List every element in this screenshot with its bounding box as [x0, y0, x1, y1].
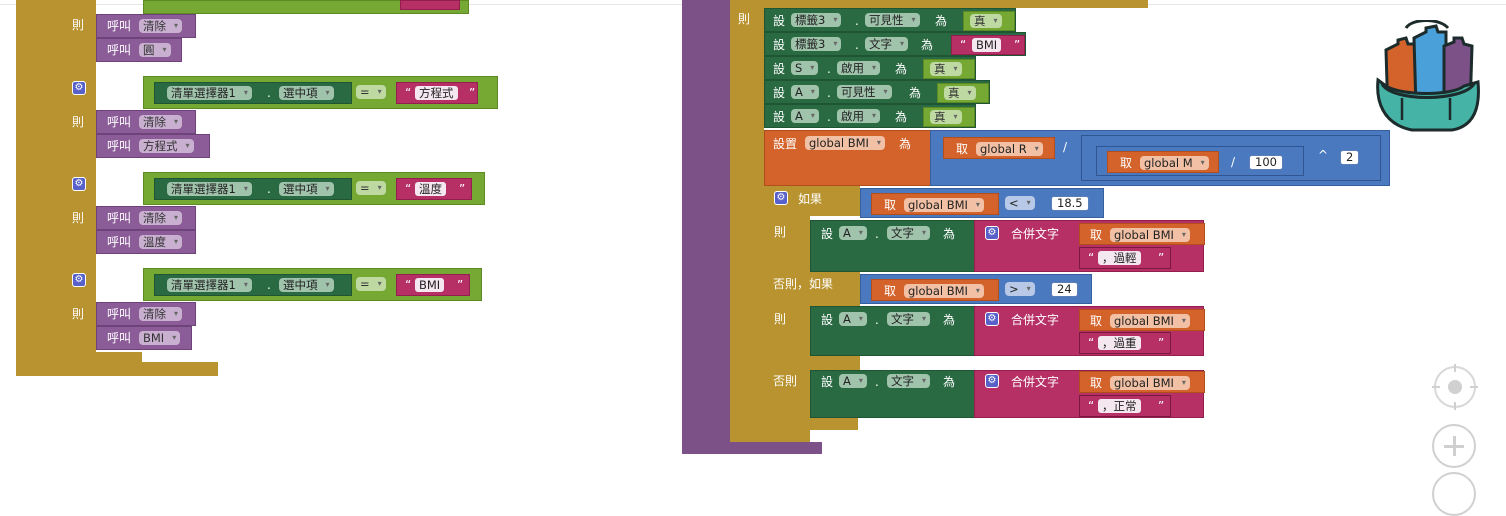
call-equation-block[interactable]: 呼叫 方程式▾: [96, 134, 210, 158]
join-block-2[interactable]: ⚙ 合併文字 取 global BMI▾ “ ，過重 ”: [974, 306, 1205, 356]
compare-block[interactable]: 清單選擇器1▾ . 選中項▾ =▾ “ 方程式 ”: [143, 76, 498, 109]
listpicker-getter[interactable]: 清單選擇器1▾ . 選中項▾: [154, 178, 352, 200]
call-label: 呼叫: [107, 19, 132, 33]
mutator-gear-icon[interactable]: ⚙: [985, 374, 999, 388]
set-A-text-3[interactable]: 設 A▾ . 文字▾ 為: [810, 370, 976, 418]
else-label: 否則: [773, 374, 798, 388]
number-24[interactable]: 24: [1051, 282, 1078, 297]
text-literal-block[interactable]: “ ，過重 ”: [1079, 332, 1171, 354]
inner-if-footer: [764, 418, 858, 430]
set-A-text-1[interactable]: 設 A▾ . 文字▾ 為: [810, 220, 976, 272]
outer-if-footer: [730, 430, 810, 442]
then-label: 則: [774, 225, 787, 239]
method-dropdown: 清除▾: [139, 19, 182, 33]
number-100[interactable]: 100: [1249, 155, 1283, 170]
call-clear-block[interactable]: 呼叫 清除▾: [96, 302, 196, 326]
then-label: 則: [72, 211, 85, 225]
set-global-bmi-block[interactable]: 設置 global BMI▾ 為: [764, 130, 934, 186]
text-literal-block[interactable]: “ 方程式 ”: [396, 82, 478, 104]
get-global-bmi[interactable]: 取 global BMI▾: [871, 193, 999, 215]
inner-divide-block[interactable]: 取 global M▾ / 100: [1096, 146, 1304, 176]
zoom-out-icon[interactable]: [1432, 472, 1476, 516]
mutator-gear-icon[interactable]: ⚙: [985, 226, 999, 240]
number-2[interactable]: 2: [1340, 150, 1360, 165]
inner-if-row2: [810, 272, 860, 306]
method-dropdown: 圓▾: [139, 43, 171, 57]
outer-if-top: [764, 0, 1148, 8]
mutator-gear-icon[interactable]: ⚙: [985, 312, 999, 326]
power-block[interactable]: 取 global M▾ / 100 ^ 2: [1081, 135, 1381, 181]
if-label: 如果: [97, 177, 122, 191]
then-label: 則: [72, 307, 85, 321]
outer-event-block-left[interactable]: [16, 0, 64, 372]
get-global-r[interactable]: 取 global R▾: [943, 137, 1055, 159]
set-A-enabled[interactable]: 設 A▾ . 啟用▾ 為 真▾: [764, 104, 976, 128]
condition-block-partial[interactable]: [143, 0, 469, 14]
listpicker-getter[interactable]: 清單選擇器1▾ . 選中項▾: [154, 82, 352, 104]
procedure-footer: [682, 442, 822, 454]
set-A-text-2[interactable]: 設 A▾ . 文字▾ 為: [810, 306, 976, 356]
inner-if-block[interactable]: [764, 186, 810, 430]
inner-if-row1: [810, 186, 860, 216]
get-global-bmi[interactable]: 取 global BMI▾: [1079, 371, 1205, 393]
true-block[interactable]: 真▾: [923, 59, 975, 79]
get-global-bmi[interactable]: 取 global BMI▾: [1079, 223, 1205, 245]
call-clear-block[interactable]: 呼叫 清除▾: [96, 206, 196, 230]
number-18-5[interactable]: 18.5: [1051, 196, 1089, 211]
text-literal-block[interactable]: “ BMI ”: [951, 35, 1025, 55]
set-S-enabled[interactable]: 設 S▾ . 啟用▾ 為 真▾: [764, 56, 976, 80]
join-block-3[interactable]: ⚙ 合併文字 取 global BMI▾ “ ，正常 ”: [974, 370, 1205, 418]
mutator-gear-icon[interactable]: ⚙: [774, 191, 788, 205]
listpicker-getter[interactable]: 清單選擇器1▾ . 選中項▾: [154, 274, 352, 296]
backpack-icon[interactable]: [1372, 20, 1484, 138]
recenter-icon[interactable]: [1432, 364, 1478, 410]
call-clear-block[interactable]: 呼叫 清除▾: [96, 110, 196, 134]
mutator-gear-icon[interactable]: ⚙: [72, 273, 86, 287]
join-block-1[interactable]: ⚙ 合併文字 取 global BMI▾ “ ，過輕 ”: [974, 220, 1205, 272]
call-label: 呼叫: [107, 43, 132, 57]
get-global-bmi[interactable]: 取 global BMI▾: [1079, 309, 1205, 331]
text-block-partial[interactable]: [400, 0, 460, 10]
if-chain-footer: [62, 352, 142, 363]
inner-if-row3: [810, 356, 860, 370]
compare-block[interactable]: 清單選擇器1▾ . 選中項▾ =▾ “ 溫度 ”: [143, 172, 485, 205]
text-literal-block[interactable]: “ 溫度 ”: [396, 178, 472, 200]
call-circle-block[interactable]: 呼叫 圓▾: [96, 38, 182, 62]
compare-gt-block[interactable]: 取 global BMI▾ >▾ 24: [860, 274, 1092, 304]
then-label: 則: [738, 12, 751, 26]
get-global-bmi[interactable]: 取 global BMI▾: [871, 279, 999, 301]
set-label3-text[interactable]: 設 標籤3▾ . 文字▾ 為 “ BMI ”: [764, 32, 1026, 56]
procedure-block[interactable]: [682, 0, 730, 454]
if-label: 如果: [97, 273, 122, 287]
then-label: 則: [72, 115, 85, 129]
if-label: 如果: [798, 192, 823, 206]
get-global-m[interactable]: 取 global M▾: [1107, 151, 1219, 173]
call-clear-block[interactable]: 呼叫 清除▾: [96, 14, 196, 38]
compare-lt-block[interactable]: 取 global BMI▾ <▾ 18.5: [860, 188, 1104, 218]
mutator-gear-icon[interactable]: ⚙: [72, 81, 86, 95]
divide-block[interactable]: 取 global R▾ / 取 global M▾ / 100 ^ 2: [930, 130, 1390, 186]
text-literal-block[interactable]: “ BMI ”: [396, 274, 470, 296]
call-temperature-block[interactable]: 呼叫 溫度▾: [96, 230, 196, 254]
elseif-label: 否則，如果: [773, 277, 834, 291]
mutator-gear-icon[interactable]: ⚙: [72, 177, 86, 191]
text-literal-block[interactable]: “ ，正常 ”: [1079, 395, 1171, 417]
if-label: 如果: [97, 81, 122, 95]
outer-if-block[interactable]: [730, 0, 764, 442]
then-label: 則: [774, 312, 787, 326]
set-A-visible[interactable]: 設 A▾ . 可見性▾ 為 真▾: [764, 80, 990, 104]
set-label3-visible[interactable]: 設 標籤3▾ . 可見性▾ 為 真▾: [764, 8, 1016, 32]
call-bmi-block[interactable]: 呼叫 BMI▾: [96, 326, 192, 350]
compare-block[interactable]: 清單選擇器1▾ . 選中項▾ =▾ “ BMI ”: [143, 268, 482, 301]
then-label: 則: [72, 18, 85, 32]
true-block[interactable]: 真▾: [923, 107, 975, 127]
zoom-in-icon[interactable]: [1432, 424, 1476, 468]
text-literal-block[interactable]: “ ，過輕 ”: [1079, 247, 1171, 269]
true-block[interactable]: 真▾: [963, 11, 1015, 31]
true-block[interactable]: 真▾: [937, 83, 989, 103]
outer-event-block-footer: [16, 362, 218, 376]
